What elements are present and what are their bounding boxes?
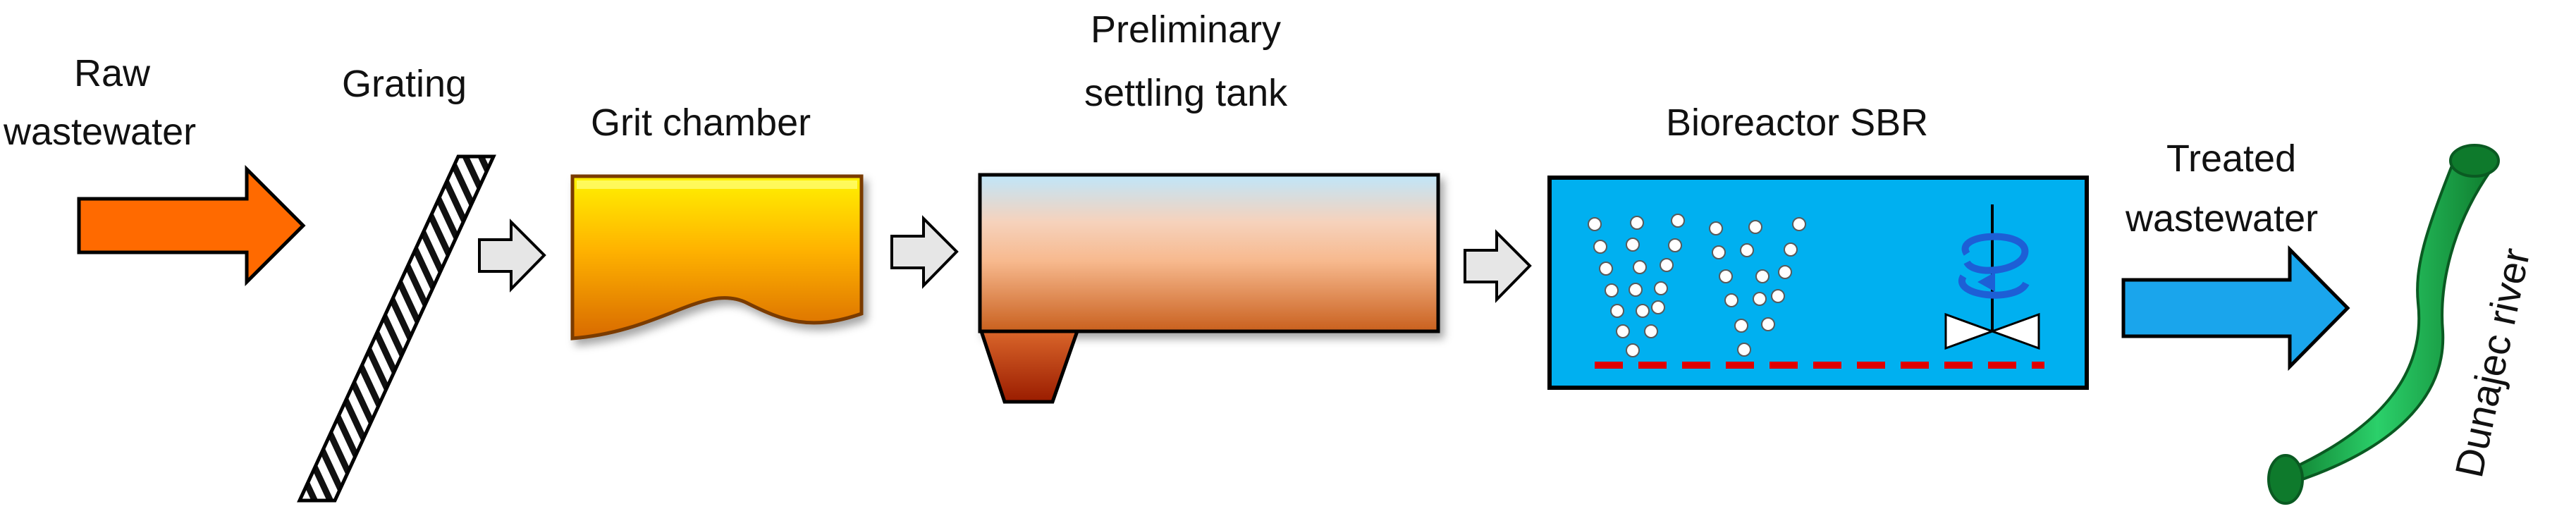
grit-chamber-label: Grit chamber xyxy=(591,102,811,144)
treated-wastewater-label-2: wastewater xyxy=(2125,197,2318,240)
flow-arrow-icon xyxy=(890,215,959,289)
raw-wastewater-label-2: wastewater xyxy=(3,111,196,153)
dunajec-river-mouth xyxy=(2267,454,2304,505)
preliminary-settling-tank-label: Preliminary xyxy=(1091,8,1281,51)
bioreactor-label: Bioreactor SBR xyxy=(1666,102,1928,144)
flow-arrow-icon xyxy=(1464,229,1532,303)
dunajec-river-source xyxy=(2449,144,2500,178)
dunajec-river-label: Dunajec river xyxy=(2446,245,2538,481)
settling-tank-hopper xyxy=(979,329,1080,404)
mixer-icon xyxy=(1944,204,2040,350)
raw-wastewater-label-line1: Raw xyxy=(74,52,151,94)
grating-label: Grating xyxy=(342,63,467,105)
flow-arrow-icon xyxy=(478,219,546,293)
treated-wastewater-arrow xyxy=(2121,245,2350,372)
grating-screen xyxy=(297,154,496,503)
preliminary-settling-tank-label-2: settling tank xyxy=(1084,72,1288,114)
raw-wastewater-label-line2: wastewater xyxy=(3,111,196,153)
grit-chamber-bevel xyxy=(577,180,857,189)
aeration-bubbles-icon xyxy=(1588,214,1806,357)
treated-wastewater-label: Treated xyxy=(2166,137,2296,180)
settling-tank xyxy=(978,173,1440,333)
raw-wastewater-arrow xyxy=(77,164,306,287)
grit-chamber xyxy=(570,174,864,340)
raw-wastewater-label: Raw xyxy=(74,52,151,94)
